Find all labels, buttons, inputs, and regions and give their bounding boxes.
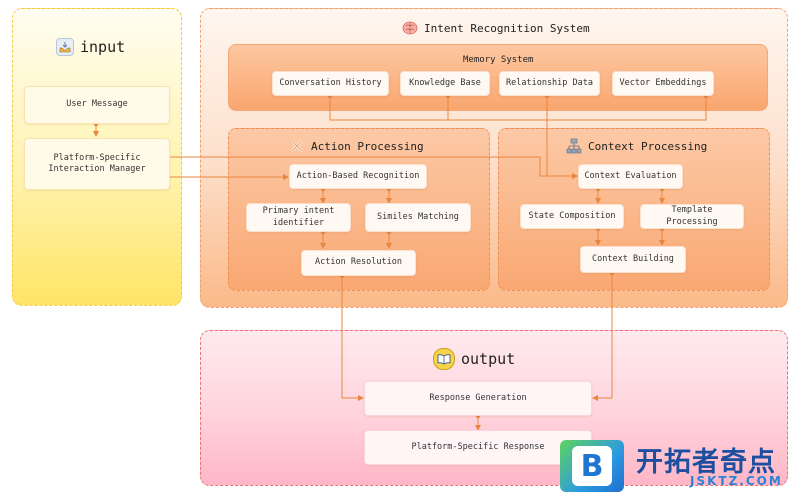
- memory-item-vector-embeddings[interactable]: Vector Embeddings: [612, 71, 714, 96]
- watermark-logo: B: [560, 440, 624, 492]
- context-evaluation-node[interactable]: Context Evaluation: [578, 164, 683, 189]
- memory-item-relationship-data[interactable]: Relationship Data: [499, 71, 600, 96]
- state-composition-node[interactable]: State Composition: [520, 204, 624, 229]
- brain-icon: [402, 20, 418, 36]
- memory-title: Memory System: [463, 55, 534, 65]
- watermark-logo-letter: B: [572, 446, 612, 486]
- watermark-name: 开拓者奇点: [636, 447, 776, 478]
- response-generation-node[interactable]: Response Generation: [364, 381, 592, 416]
- platform-response-node[interactable]: Platform-Specific Response: [364, 430, 592, 465]
- user-message-node[interactable]: User Message: [24, 86, 170, 124]
- context-label: Context Processing: [588, 139, 708, 153]
- primary-intent-node[interactable]: Primary intent identifier: [246, 203, 351, 232]
- memory-item-knowledge-base[interactable]: Knowledge Base: [400, 71, 490, 96]
- interaction-manager-node[interactable]: Platform-Specific Interaction Manager: [24, 138, 170, 190]
- hierarchy-icon: [566, 138, 582, 154]
- similes-matching-node[interactable]: Similes Matching: [365, 203, 471, 232]
- input-label: input: [80, 38, 126, 56]
- action-label: Action Processing: [311, 139, 424, 153]
- context-title: Context Processing: [566, 138, 707, 154]
- input-title: input: [56, 38, 125, 56]
- inbox-icon: [56, 38, 74, 56]
- watermark-url: JSKTZ.COM: [690, 474, 783, 488]
- output-label: output: [461, 350, 516, 368]
- template-processing-node[interactable]: Template Processing: [640, 204, 744, 229]
- irs-label: Intent Recognition System: [424, 21, 590, 35]
- crossed-tools-icon: [289, 138, 305, 154]
- memory-item-conversation-history[interactable]: Conversation History: [272, 71, 389, 96]
- irs-title: Intent Recognition System: [402, 20, 590, 36]
- output-title: output: [433, 348, 515, 370]
- book-icon: [433, 348, 455, 370]
- action-title: Action Processing: [289, 138, 424, 154]
- action-recognition-node[interactable]: Action-Based Recognition: [289, 164, 427, 189]
- context-building-node[interactable]: Context Building: [580, 246, 686, 273]
- action-resolution-node[interactable]: Action Resolution: [301, 250, 416, 276]
